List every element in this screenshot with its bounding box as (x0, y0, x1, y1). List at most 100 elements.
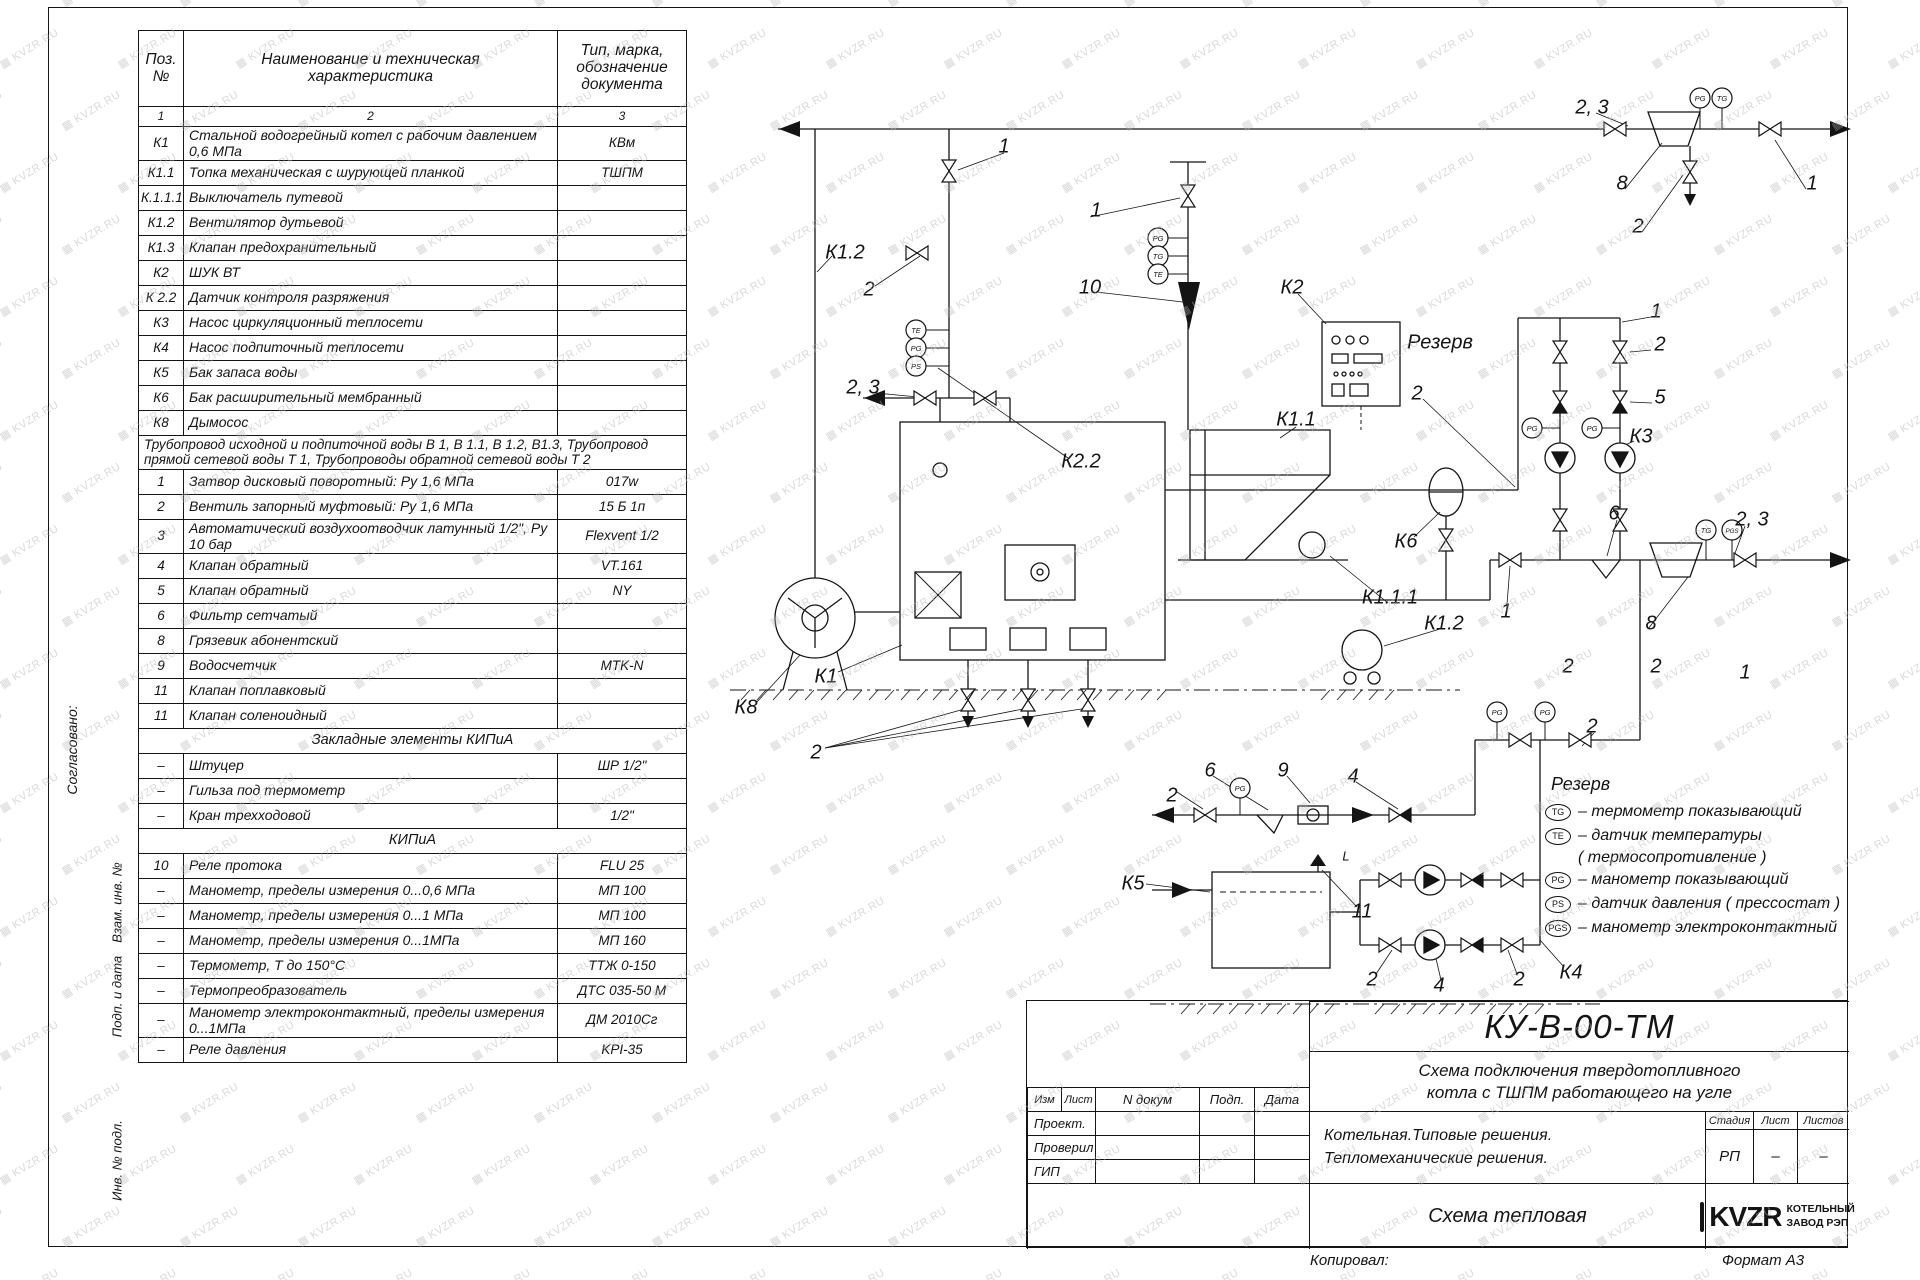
stamp-cell-label: Подп. и дата (109, 955, 125, 1038)
watermark: ▦ KVZR.RU (0, 956, 5, 1001)
kvzr-logo-text: KVZR (1709, 1200, 1782, 1232)
table-row: –Манометр, пределы измерения 0...0,6 МПа… (138, 878, 687, 904)
listov-header: Листов (1797, 1111, 1849, 1129)
watermark: ▦ KVZR.RU (115, 1266, 179, 1280)
watermark: ▦ KVZR.RU (0, 1080, 5, 1125)
watermark: ▦ KVZR.RU (1059, 1266, 1123, 1280)
tb-col-ndoc: N докум (1095, 1087, 1199, 1111)
tb-row-proekt: Проект. (1027, 1111, 1095, 1135)
tb-col-list: Лист (1061, 1087, 1095, 1111)
copied-label: Копировал: (1310, 1252, 1389, 1269)
watermark: ▦ KVZR.RU (0, 1266, 61, 1280)
equipment-spec-table: Поз. № Наименование и техническая характ… (138, 30, 687, 1063)
col-header-name: Наименование и техническая характеристик… (183, 30, 558, 107)
instrument-code-badge: TG (1545, 803, 1571, 821)
watermark: ▦ KVZR.RU (0, 584, 5, 629)
col-header-pos: Поз. № (138, 30, 184, 107)
company-logo: KVZR КОТЕЛЬНЫЙ ЗАВОД РЭП (1700, 1183, 1855, 1249)
watermark: ▦ KVZR.RU (351, 1266, 415, 1280)
legend-item: PGS– манометр электроконтактный (1545, 916, 1850, 940)
title-block: КУ-В-00-ТМ Схема подключения твердотопли… (1026, 1000, 1855, 1249)
table-row: КИПиА (138, 828, 687, 854)
watermark: ▦ KVZR.RU (1531, 1266, 1595, 1280)
list-value: – (1753, 1129, 1797, 1183)
instrument-code-badge: PGS (1545, 919, 1571, 937)
watermark: ▦ KVZR.RU (1885, 894, 1920, 940)
table-row: Трубопровод исходной и подпиточной воды … (138, 435, 687, 470)
stamp-cell-label: Инв. № подл. (109, 1120, 125, 1201)
kvzr-logo-icon (1700, 1201, 1705, 1232)
watermark: ▦ KVZR.RU (1885, 1142, 1920, 1188)
sheet-name: Схема тепловая (1309, 1183, 1705, 1249)
watermark: ▦ KVZR.RU (1885, 1266, 1920, 1280)
watermark: ▦ KVZR.RU (0, 832, 5, 877)
watermark: ▦ KVZR.RU (0, 0, 5, 9)
stage-value: РП (1705, 1129, 1753, 1183)
watermark: ▦ KVZR.RU (1885, 522, 1920, 568)
watermark: ▦ KVZR.RU (1885, 646, 1920, 692)
tb-col-izm: Изм (1027, 1087, 1061, 1111)
watermark: ▦ KVZR.RU (0, 708, 5, 753)
instrument-code-badge: PG (1545, 871, 1571, 889)
project-description: Котельная.Типовые решения. Тепломеханиче… (1309, 1111, 1705, 1183)
watermark: ▦ KVZR.RU (233, 1266, 297, 1280)
legend-item: TE– датчик температуры (1545, 824, 1850, 848)
legend-title: Резерв (1551, 774, 1611, 794)
kvzr-logo-subtitle: КОТЕЛЬНЫЙ ЗАВОД РЭП (1786, 1203, 1855, 1229)
col-header-type: Тип, марка, обозначение документа (557, 30, 687, 107)
watermark: ▦ KVZR.RU (705, 1266, 769, 1280)
watermark: ▦ KVZR.RU (1885, 1018, 1920, 1064)
watermark: ▦ KVZR.RU (1413, 1266, 1477, 1280)
watermark: ▦ KVZR.RU (587, 1266, 651, 1280)
watermark: ▦ KVZR.RU (1885, 150, 1920, 196)
instrument-code-badge: TE (1545, 827, 1571, 845)
legend-item: PG– манометр показывающий (1545, 868, 1850, 892)
column-number-row: 1 2 3 (138, 106, 687, 127)
list-header: Лист (1753, 1111, 1797, 1129)
stage-header: Стадия (1705, 1111, 1753, 1129)
watermark: ▦ KVZR.RU (823, 1266, 887, 1280)
legend-item: TG– термометр показывающий (1545, 800, 1850, 824)
watermark: ▦ KVZR.RU (0, 1204, 5, 1249)
watermark: ▦ KVZR.RU (1885, 274, 1920, 320)
watermark: ▦ KVZR.RU (1885, 398, 1920, 444)
watermark: ▦ KVZR.RU (1885, 26, 1920, 72)
watermark: ▦ KVZR.RU (1177, 1266, 1241, 1280)
drawing-frame (48, 7, 1848, 1247)
watermark: ▦ KVZR.RU (0, 460, 5, 505)
legend-item: PS– датчик давления ( прессостат ) (1545, 892, 1850, 916)
tb-row-proveril: Проверил (1027, 1135, 1095, 1159)
table-row: –Манометр электроконтактный, пределы изм… (138, 1003, 687, 1038)
approved-label: Согласовано: (64, 705, 80, 795)
tb-col-data: Дата (1254, 1087, 1309, 1111)
tb-col-podp: Подп. (1199, 1087, 1254, 1111)
listov-value: – (1797, 1129, 1849, 1183)
